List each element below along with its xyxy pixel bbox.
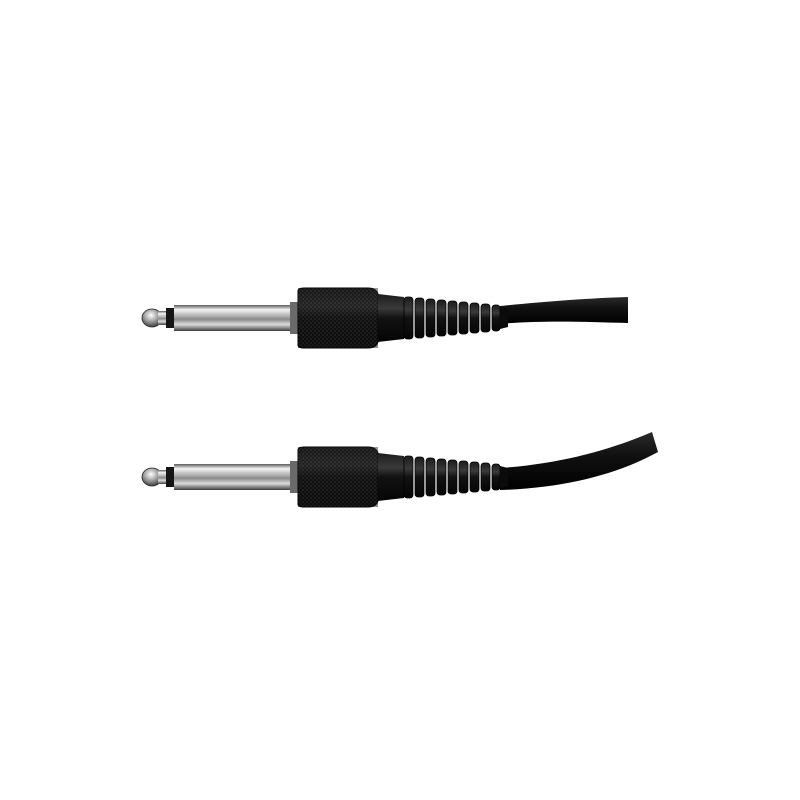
upper-plug <box>141 287 509 349</box>
upper-cable <box>500 297 628 324</box>
lower-cable <box>500 432 658 490</box>
lower-plug <box>141 446 509 508</box>
